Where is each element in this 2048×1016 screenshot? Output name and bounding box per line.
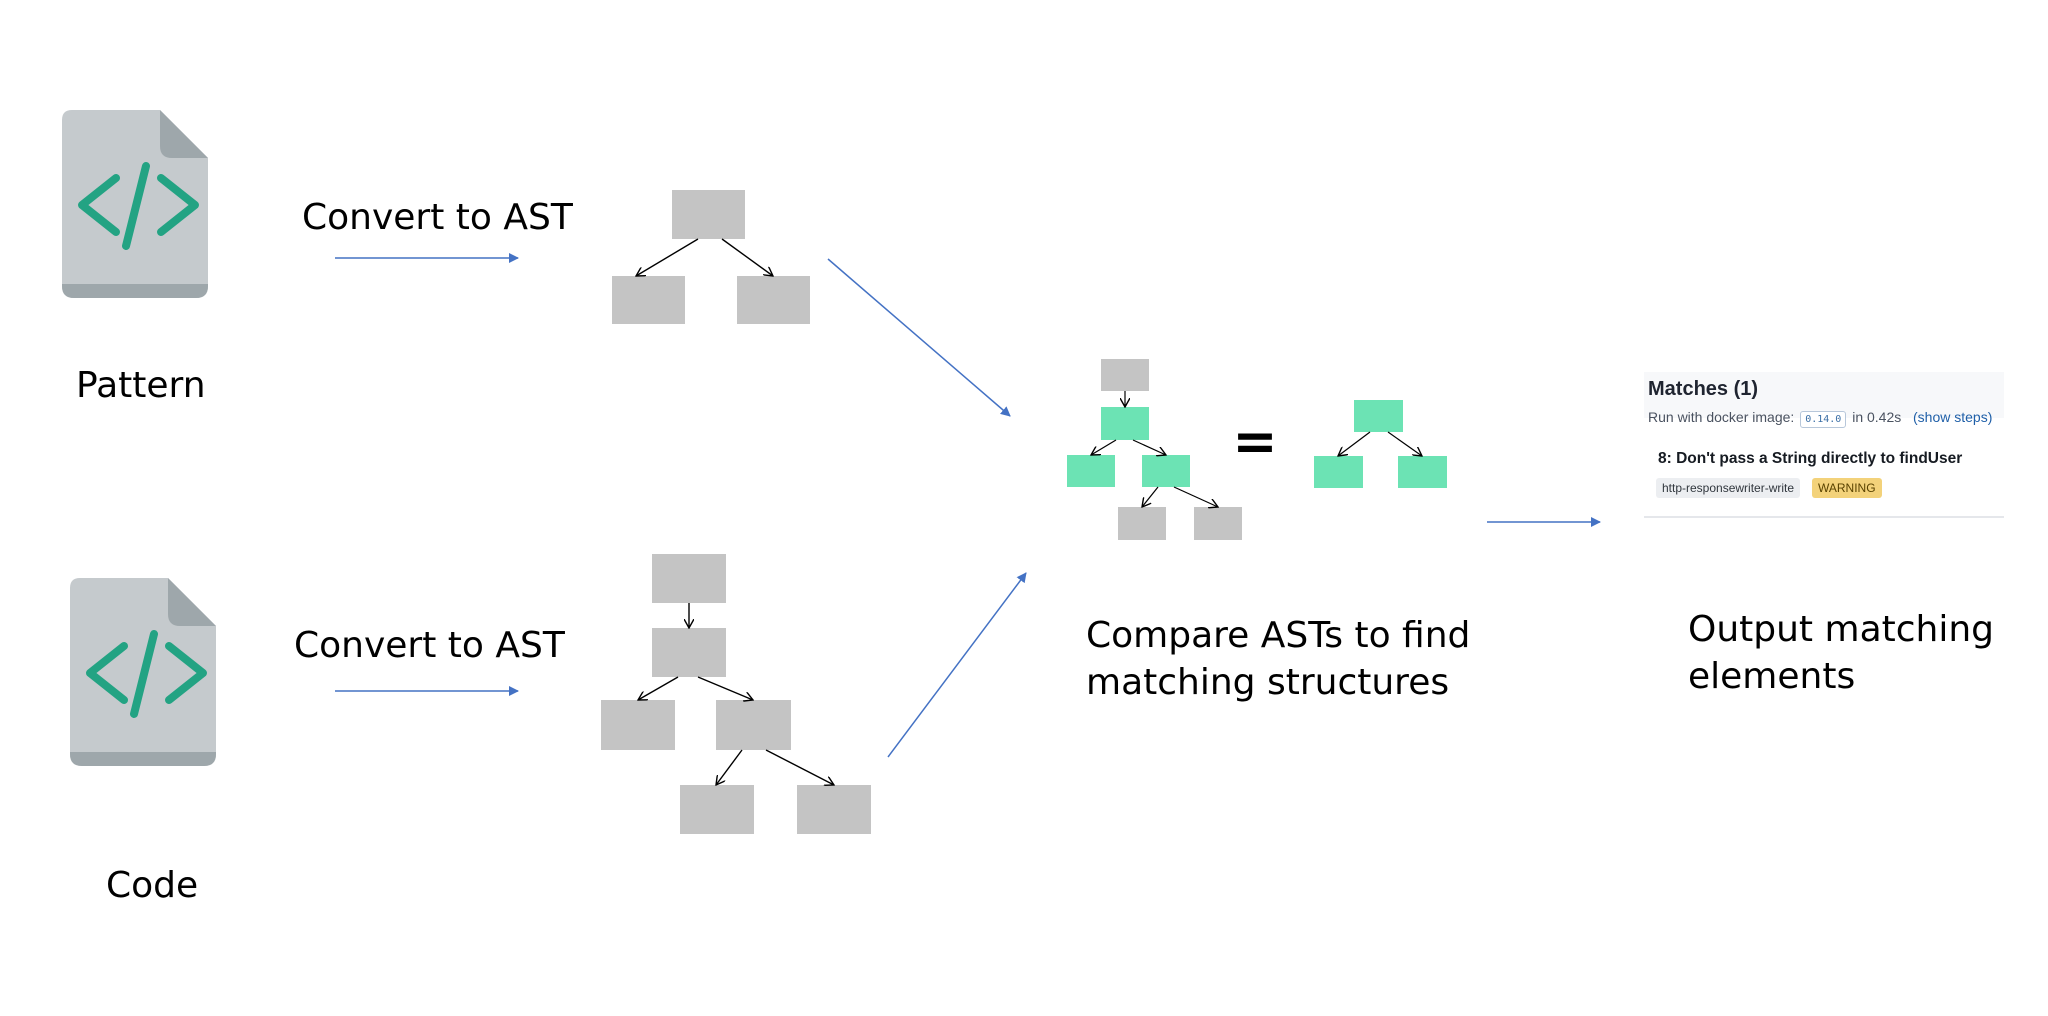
ast-node-match <box>1314 456 1363 488</box>
ast-node <box>672 190 745 239</box>
ast-node <box>612 276 685 324</box>
run-info: Run with docker image: 0.14.0 in 0.42s <box>1648 409 1901 428</box>
docker-version-badge: 0.14.0 <box>1800 411 1847 428</box>
severity-badge: WARNING <box>1812 478 1882 498</box>
ast-node <box>652 628 726 677</box>
convert-label-bottom: Convert to AST <box>294 625 565 666</box>
ast-node <box>601 700 675 750</box>
output-label-line1: Output matching <box>1688 609 1995 650</box>
arrow-code-to-compare <box>887 572 1027 758</box>
matches-header <box>1644 372 2004 418</box>
arrow-pattern-to-compare <box>827 258 1011 417</box>
ast-node <box>680 785 754 834</box>
ast-node <box>716 700 791 750</box>
ast-node-match <box>1067 455 1115 487</box>
ast-node-match <box>1142 455 1190 487</box>
output-label-line2: elements <box>1688 656 1856 697</box>
matches-title: Matches (1) <box>1648 378 1759 400</box>
ast-node <box>1118 507 1166 540</box>
compare-code-tree <box>1067 359 1242 540</box>
ast-node-match <box>1354 400 1403 432</box>
ast-node <box>797 785 871 834</box>
show-steps-link[interactable]: (show steps) <box>1913 409 1993 425</box>
compare-label-line1: Compare ASTs to find <box>1086 615 1471 656</box>
code-label: Code <box>106 865 199 906</box>
ast-node-match <box>1101 407 1149 440</box>
run-suffix: in 0.42s <box>1852 409 1902 425</box>
code-ast-tree <box>601 554 871 834</box>
compare-pattern-tree <box>1314 400 1447 488</box>
convert-label-top: Convert to AST <box>302 197 573 238</box>
rule-id-badge: http-responsewriter-write <box>1656 478 1801 498</box>
code-file-icon <box>70 578 216 766</box>
code-file-icon <box>62 110 208 298</box>
pattern-label: Pattern <box>76 365 206 406</box>
matches-panel: Matches (1) Run with docker image: 0.14.… <box>1644 372 2004 518</box>
ast-node-match <box>1398 456 1447 488</box>
ast-node <box>1101 359 1149 391</box>
run-prefix: Run with docker image: <box>1648 409 1795 425</box>
ast-node <box>652 554 726 603</box>
ast-node <box>737 276 810 324</box>
match-result-title[interactable]: 8: Don't pass a String directly to findU… <box>1658 450 1963 467</box>
compare-label-line2: matching structures <box>1086 662 1450 703</box>
ast-node <box>1194 507 1242 540</box>
equals-sign: = <box>1232 410 1277 473</box>
pattern-ast-tree <box>612 190 810 324</box>
